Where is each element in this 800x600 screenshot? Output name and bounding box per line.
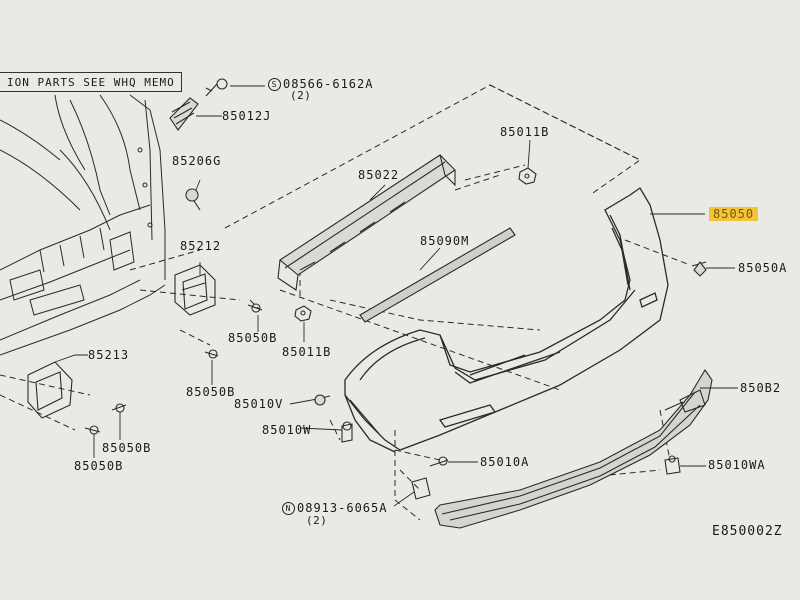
s-symbol-icon: S bbox=[268, 78, 281, 91]
n-symbol-icon: N bbox=[282, 502, 295, 515]
label-850B2: 850B2 bbox=[740, 381, 782, 395]
label-85050B-2: 85050B bbox=[186, 385, 236, 399]
bumper-outline bbox=[344, 187, 669, 453]
label-85050A: 85050A bbox=[738, 261, 788, 275]
label-85011B-bottom: 85011B bbox=[282, 345, 332, 359]
see-memo-note: ION PARTS SEE WHQ MEMO bbox=[0, 72, 182, 92]
label-85010A: 85010A bbox=[480, 455, 530, 469]
label-85212: 85212 bbox=[180, 239, 222, 253]
label-08913-qty: (2) bbox=[306, 514, 328, 527]
label-08566-code: 08566-6162A bbox=[283, 77, 374, 91]
label-85010V: 85010V bbox=[234, 397, 284, 411]
label-08913-code: 08913-6065A bbox=[297, 501, 388, 515]
diagram-id: E850002Z bbox=[712, 524, 783, 539]
label-85010WA: 85010WA bbox=[708, 458, 766, 472]
label-85090M: 85090M bbox=[420, 234, 470, 248]
label-85206G: 85206G bbox=[172, 154, 222, 168]
label-85010W: 85010W bbox=[262, 423, 312, 437]
label-08566-qty: (2) bbox=[290, 89, 312, 102]
label-85213: 85213 bbox=[88, 348, 130, 362]
diffuser-outline bbox=[434, 368, 713, 529]
label-85050-highlighted: 85050 bbox=[709, 207, 759, 221]
label-85011B-top: 85011B bbox=[500, 125, 550, 139]
label-85022: 85022 bbox=[358, 168, 400, 182]
body-structure bbox=[0, 94, 166, 356]
label-85012J: 85012J bbox=[222, 109, 272, 123]
label-85050B-3: 85050B bbox=[102, 441, 152, 455]
label-85050B-1: 85050B bbox=[228, 331, 278, 345]
label-85050B-4: 85050B bbox=[74, 459, 124, 473]
